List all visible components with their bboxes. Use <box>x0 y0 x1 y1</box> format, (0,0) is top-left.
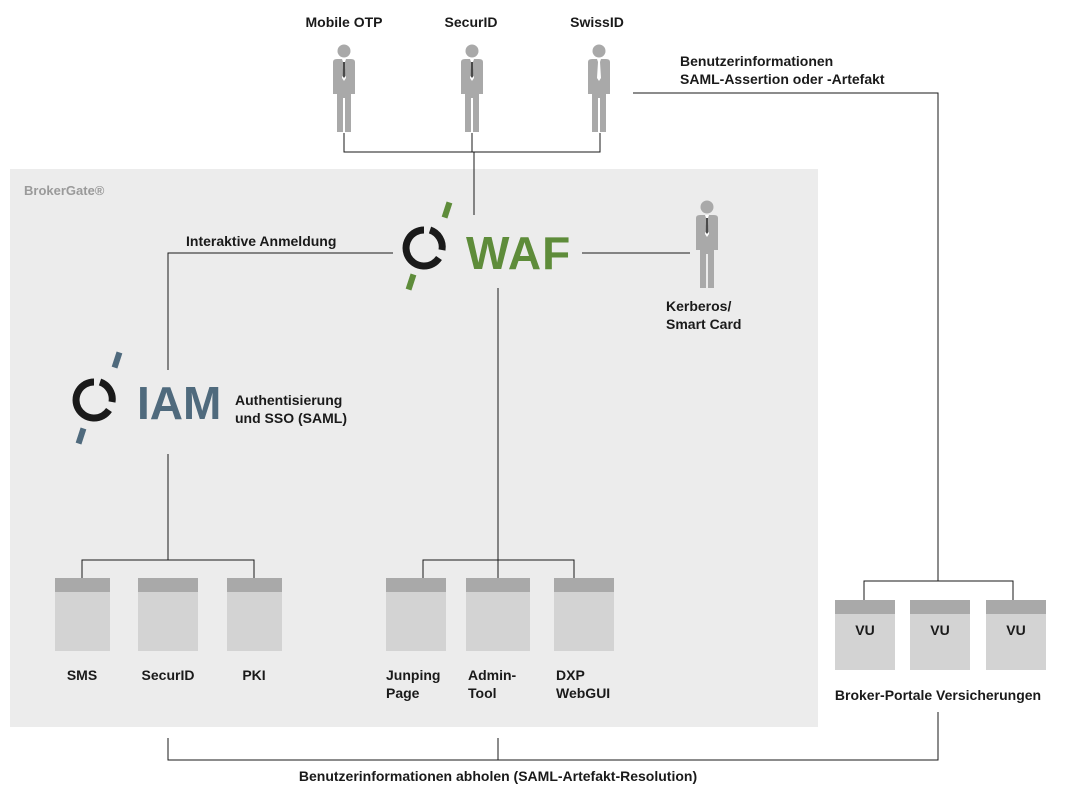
app-label-admin-tool: Admin- Tool <box>468 667 517 701</box>
app-box-dxp <box>554 578 614 651</box>
panel-title: BrokerGate® <box>24 183 105 198</box>
portal-label: VU <box>1006 622 1026 638</box>
app-box-junping <box>386 578 446 651</box>
bottom-resolution-label: Benutzerinformationen abholen (SAML-Arte… <box>298 768 698 784</box>
app-label-dxp: DXP WebGUI <box>556 667 611 701</box>
auth-box-pki <box>227 578 282 651</box>
user-label-swissid: SwissID <box>570 14 624 30</box>
kerberos-label: Kerberos/ Smart Card <box>666 298 742 332</box>
interactive-login-label: Interaktive Anmeldung <box>186 233 337 249</box>
person-icon <box>696 200 718 288</box>
user-label-mobile-otp: Mobile OTP <box>305 14 383 30</box>
auth-label-pki: PKI <box>242 667 266 683</box>
portal-label: VU <box>930 622 950 638</box>
waf-title: WAF <box>466 227 572 279</box>
auth-box-securid <box>138 578 198 651</box>
portals-label: Broker-Portale Versicherungen <box>834 687 1042 703</box>
person-icon <box>461 44 483 132</box>
iam-logo-icon <box>72 351 123 445</box>
auth-label-securid: SecurID <box>141 667 195 683</box>
portal-box-1: VU <box>835 600 895 670</box>
user-label-securid: SecurID <box>444 14 498 30</box>
person-icon <box>333 44 355 132</box>
waf-logo-icon <box>402 201 453 291</box>
portal-label: VU <box>855 622 875 638</box>
iam-description: Authentisierung und SSO (SAML) <box>235 392 347 426</box>
app-label-junping: Junping Page <box>386 667 441 701</box>
portal-box-3: VU <box>986 600 1046 670</box>
auth-label-sms: SMS <box>66 667 98 683</box>
person-icon <box>588 44 610 132</box>
auth-box-sms <box>55 578 110 651</box>
portal-box-2: VU <box>910 600 970 670</box>
saml-assertion-label: Benutzerinformationen SAML-Assertion ode… <box>680 53 885 87</box>
iam-title: IAM <box>137 377 222 429</box>
app-box-admin-tool <box>466 578 530 651</box>
